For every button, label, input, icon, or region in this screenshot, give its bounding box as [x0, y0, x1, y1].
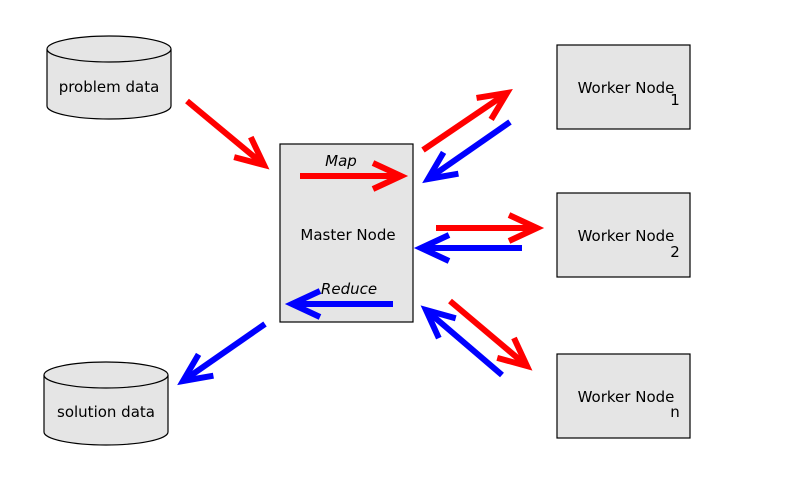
worker-node-1: Worker Node 1 [556, 44, 691, 130]
worker-node-2-label: Worker Node [578, 227, 675, 245]
master-node-label: Master Node [300, 226, 395, 244]
arrow-worker-n-to-master [420, 305, 504, 378]
arrow-worker-2-to-master [413, 232, 522, 264]
arrow-master-to-worker-2 [436, 212, 545, 244]
arrow-worker-1-to-master-head [422, 150, 459, 184]
worker-node-n: Worker Node n [556, 353, 691, 439]
worker-node-2: Worker Node 2 [556, 192, 691, 278]
arrow-worker-2-to-master-head [413, 232, 451, 264]
arrow-master-to-solution [177, 321, 267, 386]
solution-data-store: solution data [43, 361, 169, 446]
worker-node-1-label: Worker Node [578, 79, 675, 97]
problem-data-store: problem data [46, 35, 172, 120]
worker-node-n-label: Worker Node [578, 388, 675, 406]
arrow-master-to-worker-1-head [476, 88, 513, 122]
arrow-worker-1-to-master [422, 119, 512, 184]
worker-node-2-box [556, 192, 691, 278]
arrow-master-to-worker-2-head [507, 212, 545, 244]
arrow-master-to-worker-1-shaft [421, 92, 506, 153]
arrow-master-to-worker-n-head [496, 336, 533, 371]
arrow-worker-1-to-master-shaft [429, 119, 512, 180]
worker-node-n-index: n [670, 403, 680, 421]
arrow-map-inside-master-head [371, 160, 409, 192]
arrow-problem-to-master-shaft [185, 98, 263, 165]
worker-node-2-index: 2 [670, 243, 680, 261]
arrows-layer [177, 88, 545, 386]
worker-node-n-box [556, 353, 691, 439]
arrow-reduce-inside-master [284, 288, 393, 320]
arrow-worker-n-to-master-shaft [427, 310, 504, 378]
problem-data-cylinder-top [46, 35, 172, 63]
arrow-problem-to-master [185, 98, 270, 170]
solution-data-cylinder-top [43, 361, 169, 389]
arrow-reduce-inside-master-head [284, 288, 322, 320]
arrow-master-to-solution-shaft [184, 321, 267, 382]
worker-node-1-index: 1 [670, 91, 680, 109]
map-label: Map [325, 152, 357, 170]
arrow-master-to-worker-1 [421, 88, 513, 153]
worker-node-1-box [556, 44, 691, 130]
problem-data-cylinder-body [46, 49, 172, 120]
arrow-master-to-worker-n-shaft [448, 298, 526, 366]
arrow-problem-to-master-head [233, 135, 270, 170]
solution-data-cylinder-body [43, 375, 169, 446]
solution-data-label: solution data [57, 403, 155, 421]
arrow-map-inside-master [300, 160, 409, 192]
arrow-master-to-worker-n [448, 298, 533, 371]
reduce-label: Reduce [321, 280, 377, 298]
arrow-master-to-solution-head [177, 352, 214, 386]
problem-data-label: problem data [59, 78, 160, 96]
arrow-worker-n-to-master-head [420, 305, 457, 340]
